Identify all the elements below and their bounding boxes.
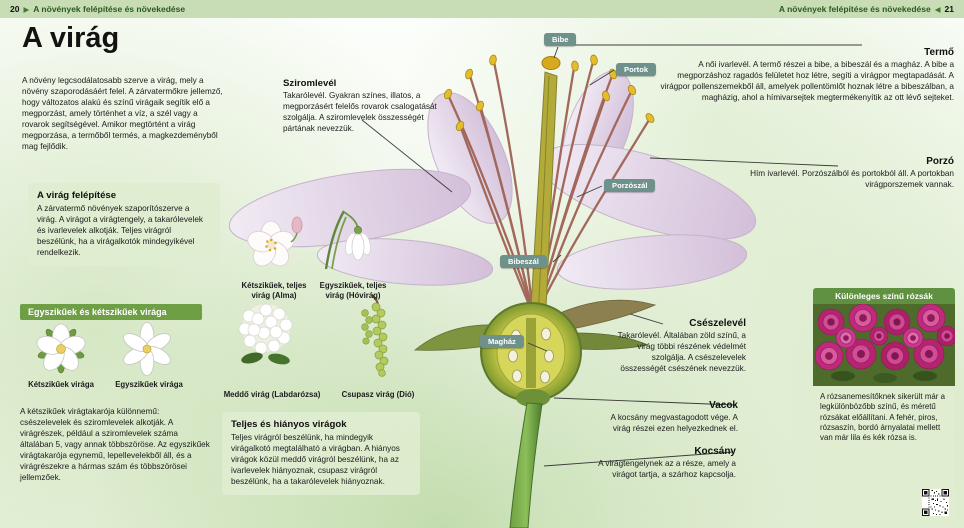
page-number-left: 20 [10,4,20,14]
hovirag-caption: Egyszikűek, teljes virág (Hóvirág) [319,281,387,300]
ovary [480,302,582,402]
kocsany-title: Kocsány [694,446,736,457]
cseszelevel-title: Csészelevél [689,318,746,329]
qr-code [922,489,949,516]
labdarozsa-photo [236,300,296,366]
mono-di-body: A kétszikűek virágtakarója különnemű: cs… [20,407,210,482]
receptacle [516,389,550,407]
dio-photo-svg [361,294,389,377]
vacok-block: Vacok A kocsány megvastagodott vége. A v… [598,400,738,435]
labdarozsa-caption: Meddő virág (Labdarózsa) [223,390,321,399]
arrow-right-icon: ▶ [23,4,30,14]
porzo-body: Hím ivarlevél. Porzószálból és portokból… [750,169,954,189]
labdarozsa-photo-svg [238,303,293,365]
kocsany-body: A virágtengelynek az a része, amely a vi… [598,459,736,479]
chapter-title-left: A növények felépítése és növekedése [33,4,186,14]
petal-label-block: Sziromlevél Takarólevél. Gyakran színes,… [283,78,437,135]
stem [509,402,543,528]
page-title: A virág [22,22,120,54]
vacok-title: Vacok [709,400,738,411]
full-incomplete-box-title: Teljes és hiányos virágok [231,419,347,430]
page-number-right: 21 [944,4,954,14]
cseszelevel-body: Takarólevél. Általában zöld színű, a vir… [617,331,746,373]
dio-photo [352,293,398,381]
vacok-body: A kocsány megvastagodott vége. A virág r… [610,413,738,433]
hovirag-photo-svg [324,210,371,270]
header-left: 20 ▶ A növények felépítése és növekedése [10,4,185,14]
porzo-title: Porzó [926,156,954,167]
monocot-flower-diagram [118,322,176,378]
dio-caption: Csupasz virág (Dió) [341,390,415,399]
petal-label-title: Sziromlevél [283,78,337,89]
special-roses-title: Különleges színű rózsák [813,288,955,304]
porzo-block: Porzó Hím ivarlevél. Porzószálból és por… [704,156,954,191]
alma-photo-svg [247,216,303,267]
roses-photo [813,304,955,386]
tag-bibe: Bibe [544,33,577,46]
monocot-flower-svg [123,322,171,376]
full-incomplete-box: Teljes és hiányos virágok Teljes virágró… [222,412,420,495]
mono-di-section-header: Egyszikűek és kétszikűek virága [20,304,202,320]
termo-title: Termő [924,47,954,58]
tag-portok: Portok [616,63,657,76]
tag-maghaz: Magház [480,335,524,348]
dicot-flower-diagram [32,322,90,378]
flower-structure-box-body: A zárvatermő növények szaporítószerve a … [37,204,203,257]
special-roses-box: Különleges színű rózsák A rózsanemesítők… [813,288,955,522]
alma-photo [243,213,305,273]
petal-label-body: Takarólevél. Gyakran színes, illatos, a … [283,91,437,133]
dicot-caption: Kétszikűek virága [28,380,94,389]
tag-porzoszal: Porzószál [604,179,656,192]
flower-structure-box: A virág felépítése A zárvatermő növények… [28,183,220,266]
termo-body: A női ivarlevél. A termő részei a bibe, … [660,60,954,102]
tag-bibeszal: Bibeszál [500,255,547,268]
termo-block: Termő A női ivarlevél. A termő részei a … [654,47,954,104]
cseszelevel-block: Csészelevél Takarólevél. Általában zöld … [606,318,746,375]
special-roses-body: A rózsanemesítőknek sikerült már a legkü… [820,392,945,443]
header-right: A növények felépítése és növekedése ◀ 21 [779,4,954,14]
chapter-title-right: A növények felépítése és növekedése [778,4,931,14]
arrow-left-icon: ◀ [934,4,941,14]
full-incomplete-box-body: Teljes virágról beszélünk, ha mindegyik … [231,433,400,486]
kocsany-block: Kocsány A virágtengelynek az a része, am… [576,446,736,481]
qr-code-svg [922,489,949,516]
dicot-flower-svg [36,323,86,374]
alma-caption: Kétszikűek, teljes virág (Alma) [241,281,307,300]
monocot-caption: Egyszikűek virága [115,380,183,389]
flower-structure-box-title: A virág felépítése [37,190,117,201]
pistil [525,56,561,393]
page-header: 20 ▶ A növények felépítése és növekedése… [0,0,964,18]
hovirag-photo [320,207,372,271]
intro-paragraph: A növény legcsodálatosabb szerve a virág… [22,76,223,151]
